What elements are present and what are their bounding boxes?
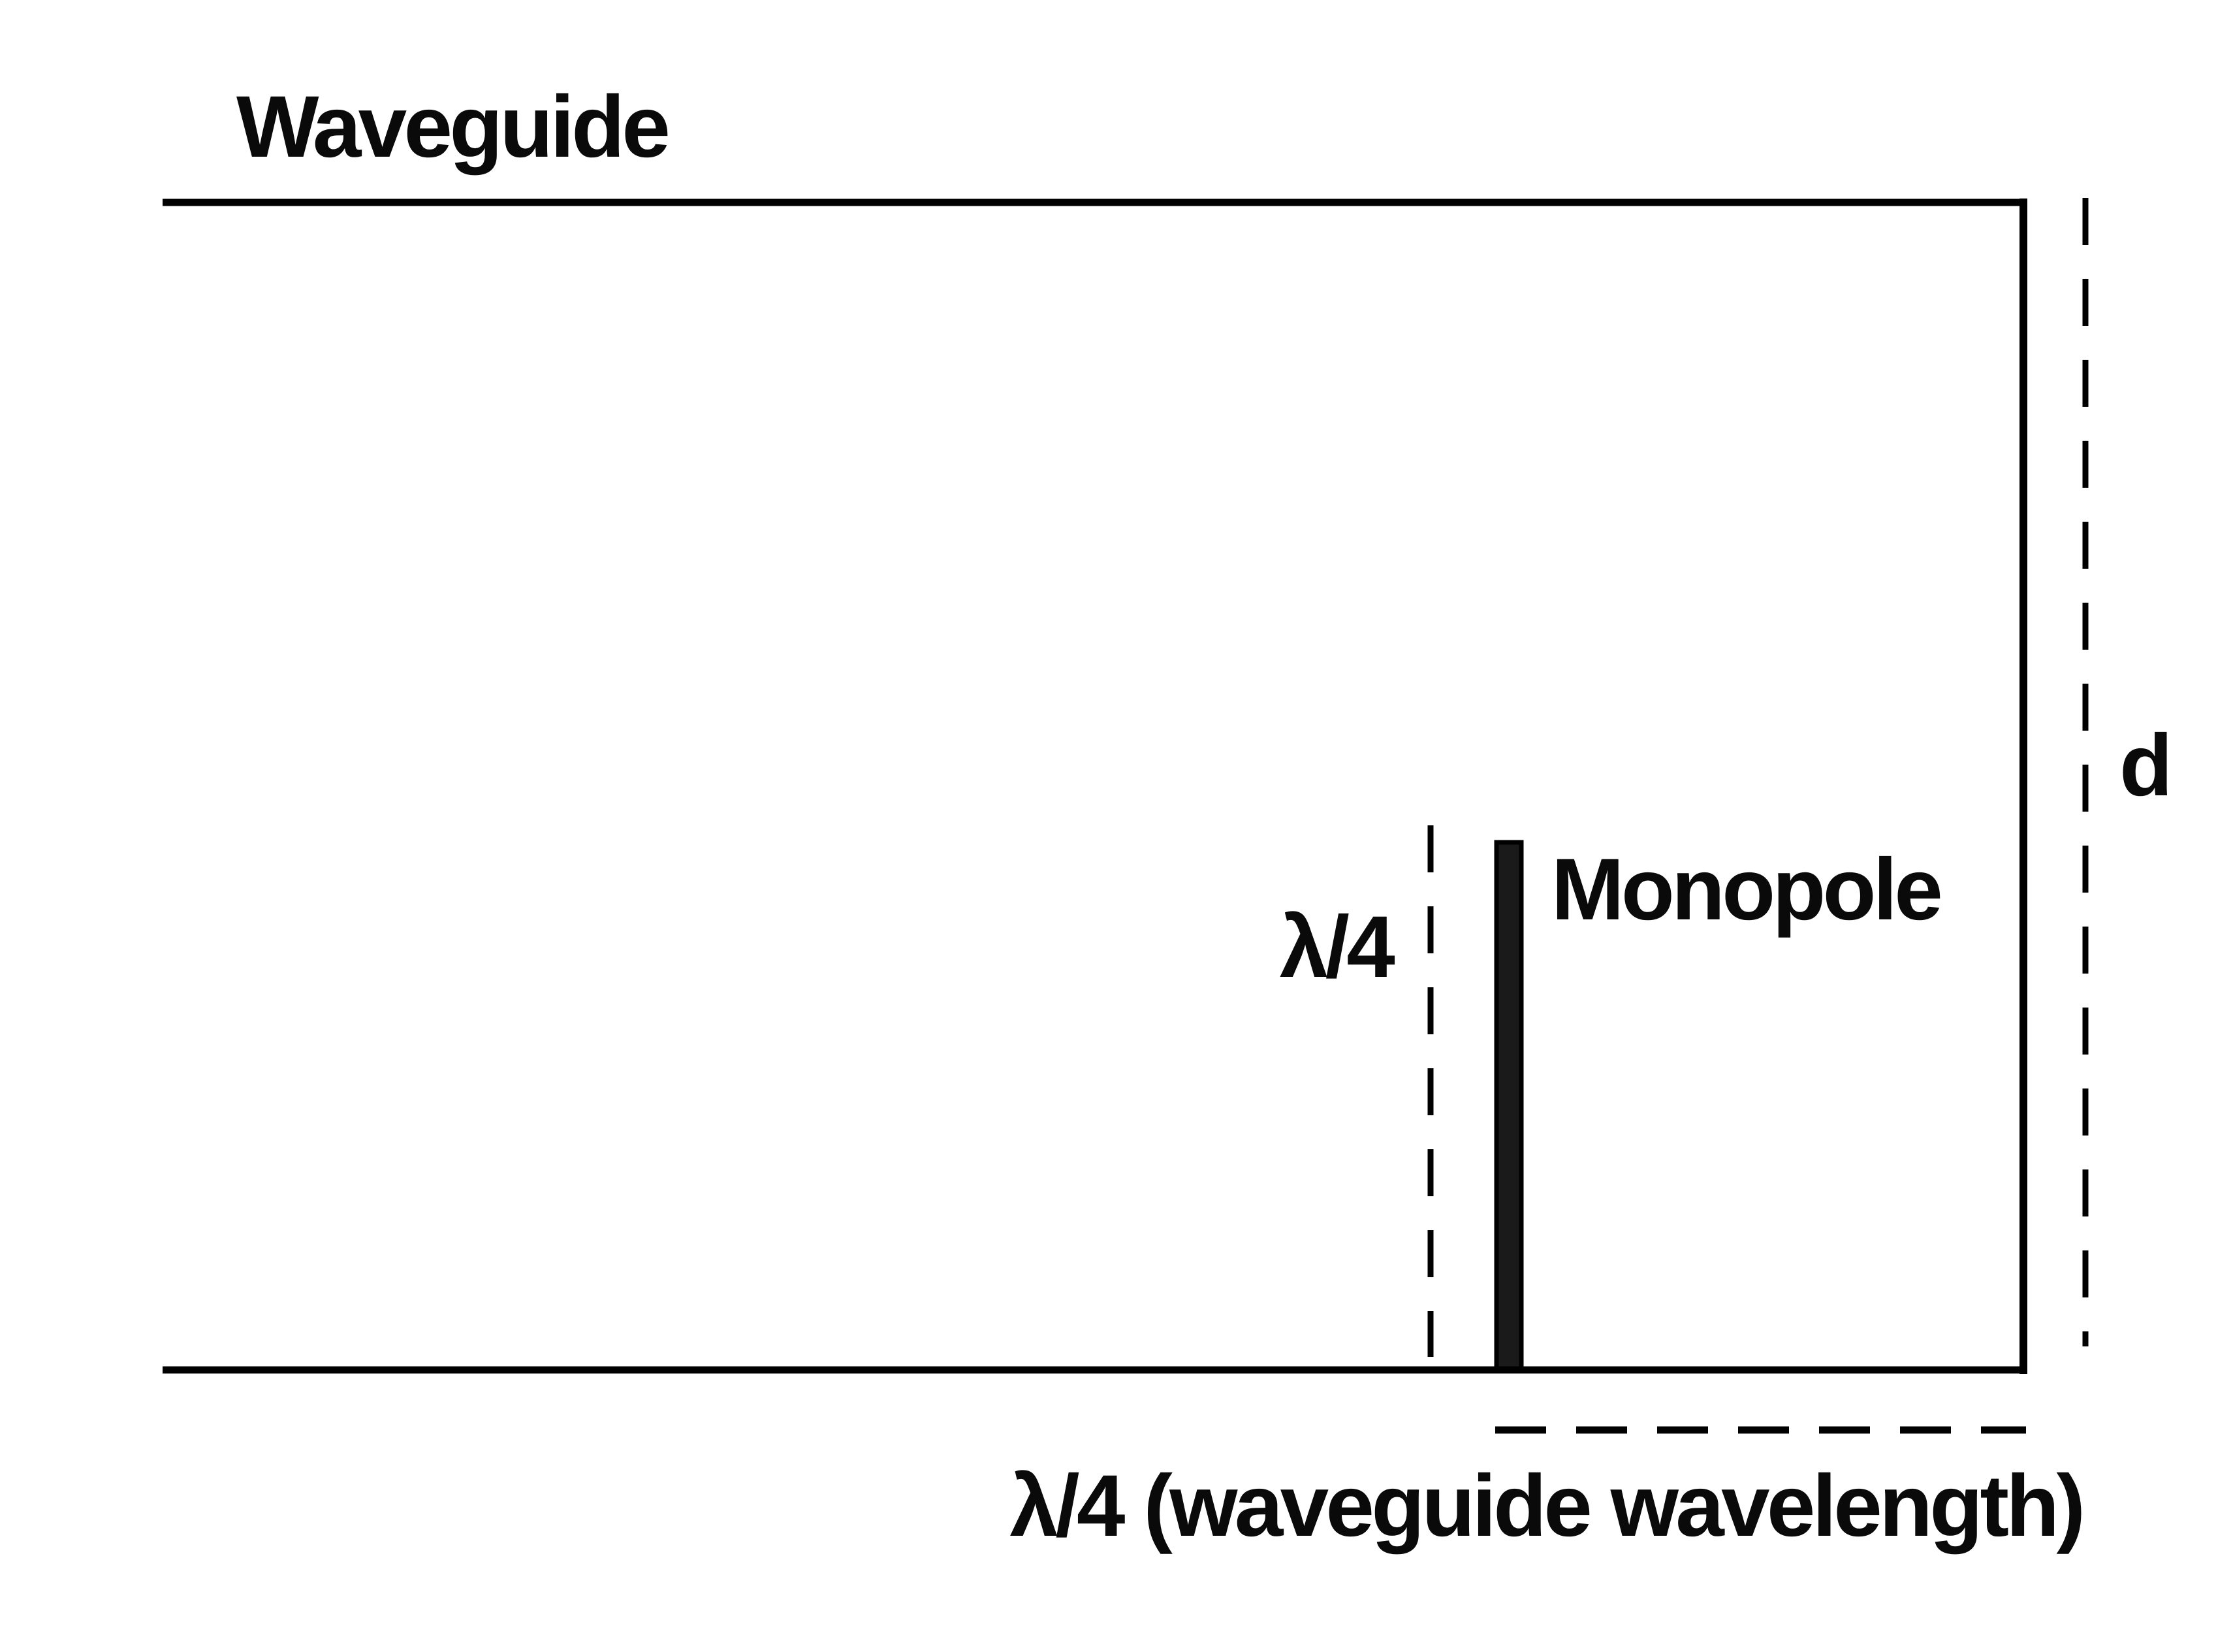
monopole-label: Monopole	[1551, 841, 1943, 938]
probe-height-label: λ/4	[1279, 898, 1395, 996]
backshort-distance-label: λ/4 (waveguide wavelength)	[1009, 1457, 2086, 1555]
waveguide-label: Waveguide	[236, 78, 671, 176]
depth-label: d	[2119, 717, 2173, 814]
monopole-probe	[1494, 840, 1524, 1371]
